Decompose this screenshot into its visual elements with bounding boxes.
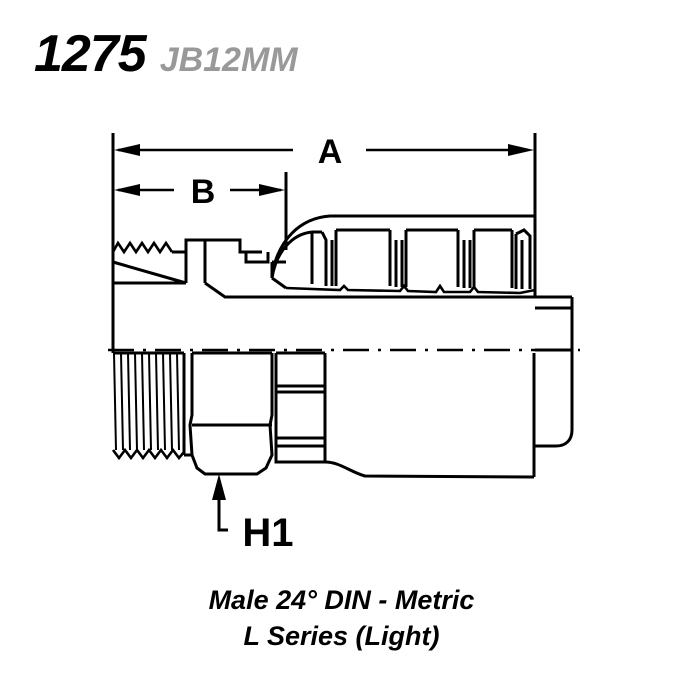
part-code: JB12MM xyxy=(159,41,298,79)
caption-block: Male 24° DIN - Metric L Series (Light) xyxy=(0,583,683,654)
nose-shoulder-outline xyxy=(172,238,262,254)
ferrule-bottom-sweep xyxy=(324,460,535,479)
collar-left-edge xyxy=(274,353,325,464)
leader-line-h1 xyxy=(217,500,228,532)
caption-line-2: L Series (Light) xyxy=(243,620,440,651)
arrowhead-b-right xyxy=(259,184,285,196)
stem-nose-bottom-taper xyxy=(271,276,287,290)
ferrule-outer-lower-edge xyxy=(534,297,574,448)
thread-crest-zigzag xyxy=(111,240,174,255)
dim-label-a: A xyxy=(318,133,343,171)
thread-line-field xyxy=(113,352,180,451)
caption-line-1: Male 24° DIN - Metric xyxy=(208,585,475,615)
body-upper-outline xyxy=(204,281,535,299)
stem-nose-curve xyxy=(270,230,313,279)
thread-root-sawtooth xyxy=(111,447,185,461)
arrowhead-a-right xyxy=(508,144,534,156)
thread-chamfer-line xyxy=(112,260,187,285)
arrowhead-h1 xyxy=(212,474,226,500)
arrowhead-b-left xyxy=(114,184,140,196)
barb1-right xyxy=(320,231,328,286)
shoulder-notch xyxy=(244,252,270,264)
hex-nut-outline xyxy=(188,353,274,476)
title-row: 1275 JB12MM xyxy=(34,28,298,80)
dim-label-b: B xyxy=(191,173,216,211)
part-number: 1275 xyxy=(34,25,147,83)
arrowhead-a-left xyxy=(114,144,140,156)
stem-serration-baseline xyxy=(285,283,536,295)
barb5-tip xyxy=(515,228,532,289)
dim-label-h1: H1 xyxy=(242,511,293,555)
